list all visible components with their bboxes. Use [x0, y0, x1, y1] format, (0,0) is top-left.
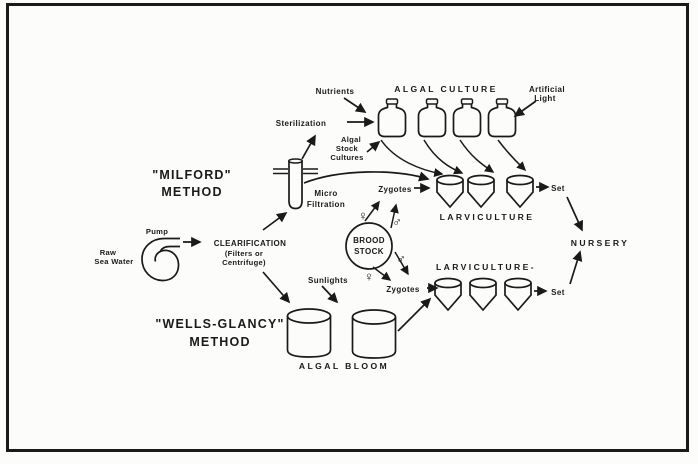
female-symbol-icon-bottom: ♀	[364, 269, 374, 284]
bloom-tank-icon	[351, 309, 397, 359]
brood-stock-circle	[345, 222, 393, 270]
male-symbol-icon-top: ♂	[392, 214, 402, 229]
artificial-light-label-line2: Light	[534, 94, 556, 103]
arrow-female-bottom	[372, 266, 392, 281]
raw-sea-water-label-line1: Raw	[100, 248, 117, 257]
flask-icon	[417, 98, 447, 138]
brood-stock-label-line2: STOCK	[354, 247, 384, 256]
flask-icon	[452, 98, 482, 138]
set-bottom-label: Set	[551, 288, 565, 297]
arrow-sunlights-to-bloom	[321, 285, 339, 304]
figure-border	[6, 3, 689, 452]
milford-method-label-line2: METHOD	[161, 185, 222, 199]
algal-culture-label: ALGAL CULTURE	[394, 84, 497, 94]
algal-bloom-label: ALGAL BLOOM	[299, 361, 389, 371]
clearification-label-line1: CLEARIFICATION	[214, 239, 287, 248]
arrow-female-top	[364, 200, 380, 222]
wells-glancy-method-label-line1: "WELLS-GLANCY"	[155, 317, 284, 331]
brood-stock-label-line1: BROOD	[353, 236, 385, 245]
arrow-male-top	[389, 203, 399, 229]
nursery-label: NURSERY	[571, 238, 630, 248]
clearification-label-line2: (Filters or	[225, 249, 263, 258]
pump-shape	[141, 237, 180, 282]
set-top-label: Set	[551, 184, 565, 193]
arrow-stock-cultures	[366, 140, 381, 153]
larvitank-icon	[469, 277, 497, 311]
larviculture-bottom-label: LARVICULTURE-	[436, 262, 536, 272]
arrow-light-to-flask	[513, 100, 537, 117]
larvitank-icon	[506, 174, 534, 208]
arrow-clearification-to-filtration	[262, 211, 288, 231]
arrow-set-bottom-to-nursery	[569, 250, 583, 285]
arrow-flask1-to-tank	[380, 139, 444, 178]
larvitank-icon	[504, 277, 532, 311]
arrow-flask2-to-tank	[423, 139, 464, 175]
zygotes-top-label: Zygotes	[378, 185, 412, 194]
arrow-set-top-to-nursery	[566, 196, 583, 232]
clearification-label-line3: Centrifuge)	[222, 258, 266, 267]
larviculture-top-label: LARVICULTURE	[440, 212, 535, 222]
arrow-flask3-to-tank	[459, 139, 495, 173]
milford-method-label-line1: "MILFORD"	[152, 168, 232, 182]
arrow-bloom-to-larviculture	[397, 297, 432, 332]
flask-icon	[377, 98, 407, 138]
arrow-clearification-to-bloom	[262, 271, 291, 304]
sunlights-label: Sunlights	[308, 276, 348, 285]
bloom-tank-icon	[286, 308, 332, 358]
arrow-male-bottom	[394, 251, 409, 276]
nutrients-label: Nutrients	[316, 87, 355, 96]
larviculture-tanks-bottom	[434, 277, 532, 311]
raw-sea-water-label-line2: Sea Water	[94, 257, 133, 266]
artificial-light-label-line1: Artificial	[529, 85, 565, 94]
algal-stock-cultures-label-line3: Cultures	[330, 153, 363, 162]
arrow-flask4-to-tank	[497, 139, 527, 172]
larvitank-icon	[436, 174, 464, 208]
arrow-nutrients-to-flask	[343, 97, 367, 113]
algal-culture-flasks	[377, 98, 517, 138]
micro-filtration-tube	[273, 158, 318, 210]
flask-icon	[487, 98, 517, 138]
male-symbol-icon-bottom: ♂	[396, 251, 406, 266]
micro-filtration-label-line1: Micro	[314, 189, 337, 198]
larvitank-icon	[467, 174, 495, 208]
algal-stock-cultures-label-line1: Algal	[341, 135, 361, 144]
arrow-tube-to-sterilization	[301, 134, 316, 160]
sterilization-label: Sterilization	[276, 119, 327, 128]
larviculture-tanks-top	[436, 174, 534, 208]
larvitank-icon	[434, 277, 462, 311]
pump-label: Pump	[146, 227, 168, 236]
arrow-filtration-to-larviculture	[303, 171, 430, 184]
wells-glancy-method-label-line2: METHOD	[189, 335, 250, 349]
female-symbol-icon-top: ♀	[358, 208, 368, 223]
micro-filtration-label-line2: Filtration	[307, 200, 345, 209]
algal-bloom-tanks	[286, 308, 397, 359]
flow-arrows	[183, 97, 583, 332]
zygotes-bottom-label: Zygotes	[386, 285, 420, 294]
algal-stock-cultures-label-line2: Stock	[336, 144, 359, 153]
